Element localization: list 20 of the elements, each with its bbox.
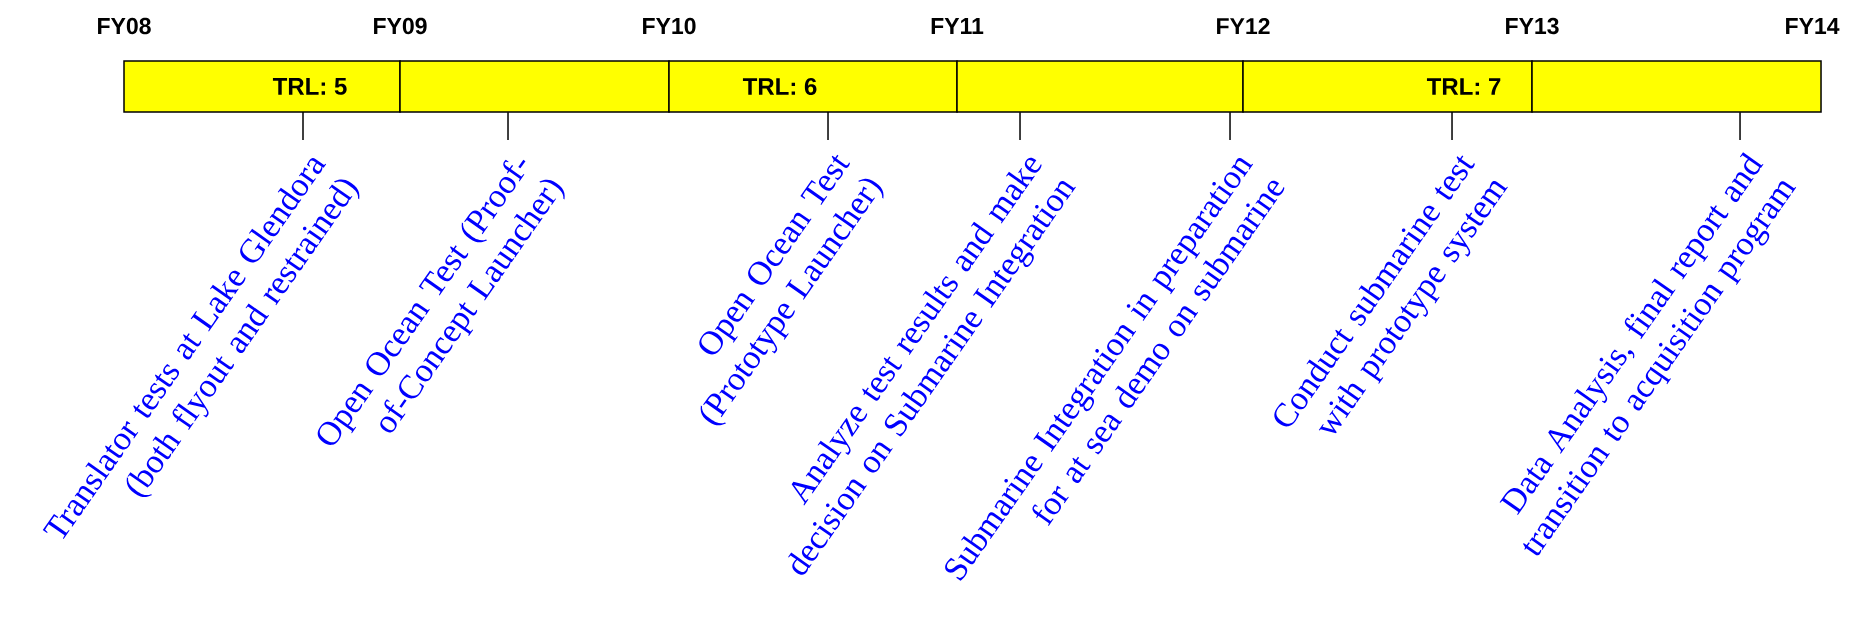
tick-line xyxy=(827,111,829,141)
timeline-segment xyxy=(1531,60,1822,113)
tick-line xyxy=(1229,111,1231,141)
timeline-segment xyxy=(956,60,1244,113)
tick-line xyxy=(302,111,304,141)
tick-line xyxy=(1739,111,1741,141)
timeline-segment: TRL: 6 xyxy=(668,60,958,113)
tick-line xyxy=(1451,111,1453,141)
year-label: FY10 xyxy=(643,17,696,35)
tick-line xyxy=(507,111,509,141)
timeline-segment: TRL: 7 xyxy=(1242,60,1533,113)
timeline-segment xyxy=(399,60,670,113)
year-label: FY12 xyxy=(1217,17,1270,35)
year-label: FY11 xyxy=(931,18,984,34)
year-label: FY09 xyxy=(374,17,427,35)
year-label: FY14 xyxy=(1786,18,1840,34)
tick-line xyxy=(1019,111,1021,141)
year-label: FY08 xyxy=(98,17,151,35)
timeline-segment: TRL: 5 xyxy=(123,60,401,113)
year-label: FY13 xyxy=(1506,17,1559,35)
